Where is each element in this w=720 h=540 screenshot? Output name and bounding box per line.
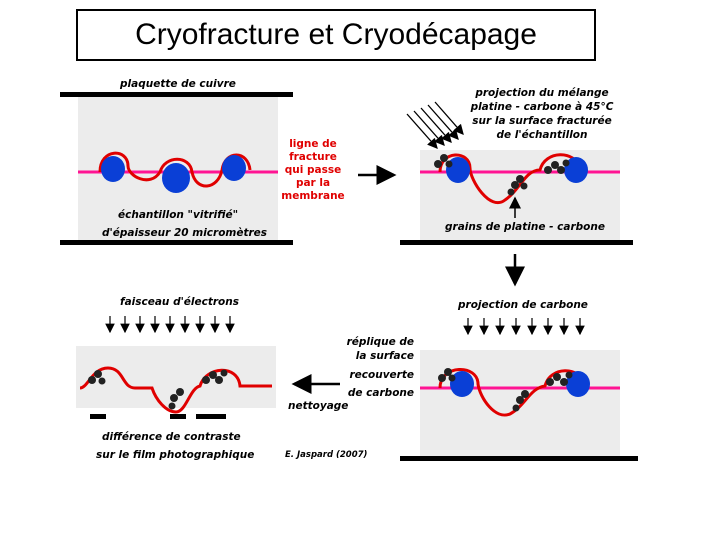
protein-1 [450, 371, 474, 397]
protein-3 [566, 371, 590, 397]
copper-plate-bottom [400, 240, 633, 245]
projection-label-line-1: projection du mélange [474, 87, 608, 99]
fracture-label-line-1: ligne de [289, 138, 337, 150]
contrast-label-1: différence de contraste [102, 431, 241, 443]
panel-1-sample: plaquette de cuivre échantillon "vitrifi… [60, 78, 293, 245]
fracture-line [438, 153, 582, 204]
fracture-line [438, 368, 586, 417]
plaquette-label: plaquette de cuivre [119, 78, 236, 90]
cleaning-label: nettoyage [288, 400, 348, 412]
fracture-label-line-3: qui passe [285, 164, 341, 176]
replica-label-line-4: de carbone [348, 387, 414, 399]
contrast-bar-3 [196, 414, 226, 419]
platinum-carbon-grains [438, 368, 573, 412]
panel-2-shadowing: projection du mélange platine - carbone … [400, 87, 633, 245]
carbon-arrows [463, 318, 585, 336]
replica-label-line-1: réplique de [347, 336, 414, 348]
electron-beam-arrows [105, 316, 235, 334]
fracture-label-line-5: membrane [281, 190, 344, 202]
projection-label-line-4: de l'échantillon [497, 129, 588, 141]
protein-3 [564, 157, 588, 183]
grains-label: grains de platine - carbone [445, 221, 605, 233]
replica-label: réplique de la surface recouverte de car… [347, 336, 414, 399]
contrast-label-2: sur le film photographique [96, 449, 254, 461]
credit-text: E. Jaspard (2007) [285, 450, 368, 460]
replica-label-line-2: la surface [356, 350, 414, 362]
protein-1 [101, 156, 125, 182]
contrast-bar-2 [170, 414, 186, 419]
copper-plate-bottom [400, 456, 638, 461]
page-title: Cryofracture et Cryodécapage [135, 18, 537, 51]
electron-beam-label: faisceau d'électrons [120, 296, 239, 308]
replica-label-line-3: recouverte [350, 369, 415, 381]
carbon-projection-label: projection de carbone [457, 299, 588, 311]
fracture-label: ligne de fracture qui passe par la membr… [281, 138, 344, 202]
copper-plate-top [60, 92, 293, 97]
platinum-carbon-grains [434, 154, 570, 196]
sample-label-1: échantillon "vitrifié" [118, 209, 238, 221]
projection-arrows [406, 101, 464, 149]
protein-3 [222, 155, 246, 181]
protein-2 [162, 163, 190, 193]
fracture-label-line-2: fracture [289, 151, 337, 163]
contrast-bar-1 [90, 414, 106, 419]
projection-label-line-2: platine - carbone à 45°C [470, 101, 614, 113]
panel-4-microscopy: faisceau d'électrons différence de contr… [76, 296, 276, 461]
panel-3-carbon: projection de carbone [400, 299, 638, 461]
projection-label-line-3: sur la surface fracturée [472, 115, 611, 127]
carbon-replica-line [79, 366, 272, 414]
copper-plate-bottom [60, 240, 293, 245]
fracture-label-line-4: par la [296, 177, 330, 189]
platinum-carbon-grains [88, 369, 228, 410]
title-box: Cryofracture et Cryodécapage [76, 9, 596, 61]
sample-label-2: d'épaisseur 20 micromètres [102, 227, 267, 239]
